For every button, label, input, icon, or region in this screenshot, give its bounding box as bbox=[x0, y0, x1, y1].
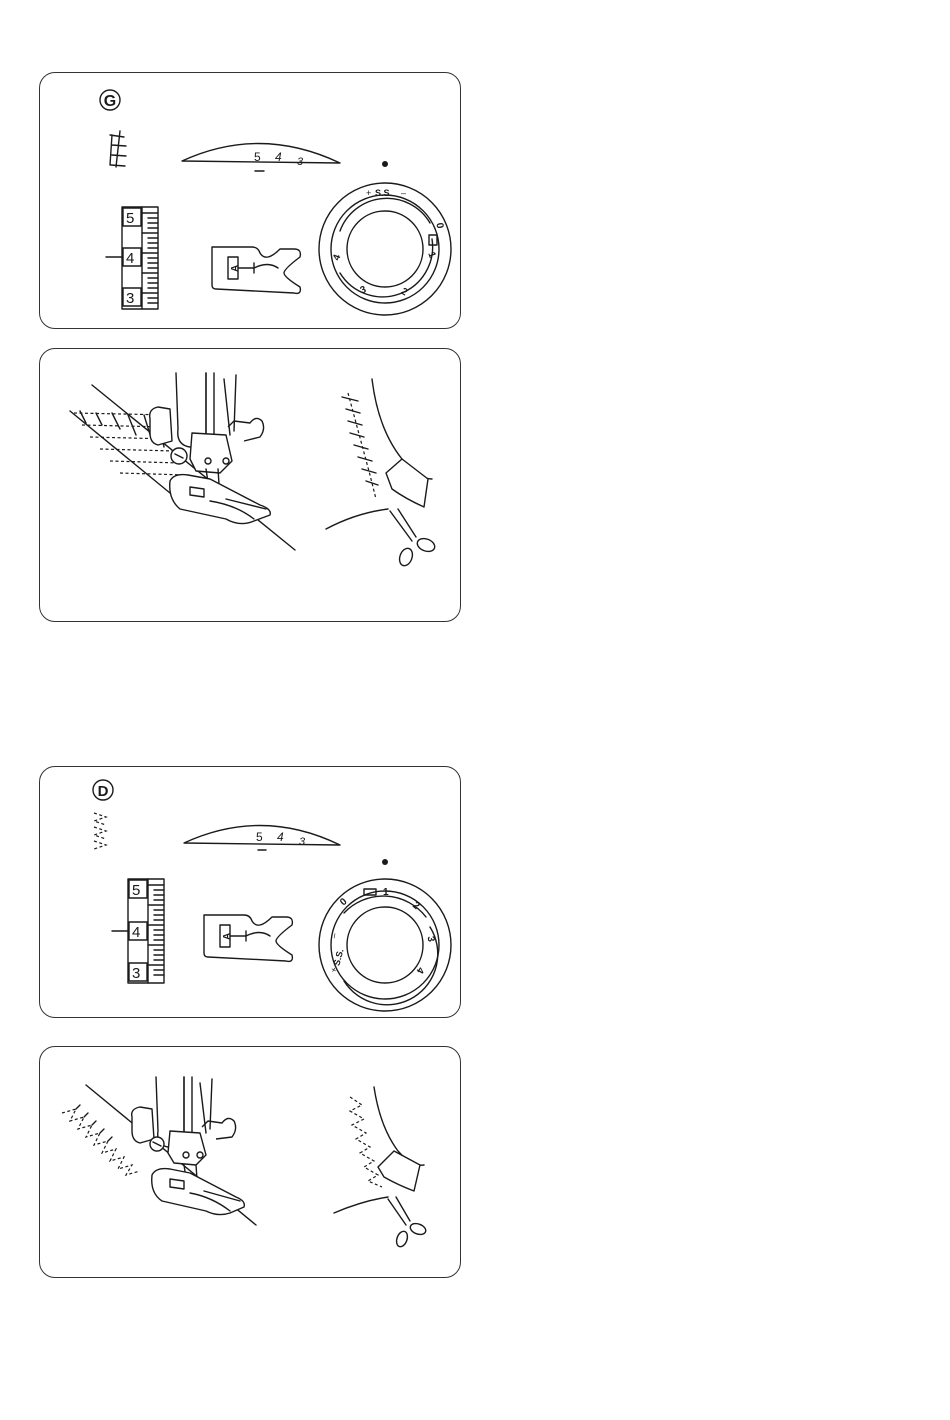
length-value-3: 3 bbox=[132, 965, 140, 982]
pattern-g-sewing-illustration bbox=[39, 348, 461, 622]
fabric-with-blind-hem-stitches bbox=[70, 385, 295, 550]
width-value-4: 4 bbox=[275, 150, 282, 164]
dial-label-ss: S.S. bbox=[375, 188, 392, 198]
length-value-5: 5 bbox=[126, 210, 134, 227]
length-value-4: 4 bbox=[132, 924, 140, 941]
trimmed-fabric-illustration bbox=[334, 1087, 424, 1213]
dial-label-2: 2 bbox=[399, 286, 410, 299]
width-value-5: 5 bbox=[256, 830, 263, 844]
dial-label-3: 3 bbox=[359, 284, 368, 296]
stitch-length-indicator: 5 4 3 bbox=[112, 879, 164, 983]
dial-label-0: 0 bbox=[433, 222, 445, 230]
pattern-letter: G bbox=[104, 93, 116, 110]
pattern-d-sewing-illustration bbox=[39, 1046, 461, 1278]
blind-hem-sewing-figure bbox=[40, 349, 462, 623]
width-value-5: 5 bbox=[254, 150, 261, 164]
trimmed-fabric-illustration bbox=[326, 379, 432, 529]
pattern-selector-dial: 0 1 2 3 4 + S.S. – bbox=[319, 859, 451, 1011]
pattern-d-settings-figure: D 5 4 3 bbox=[40, 767, 462, 1019]
width-value-3: 3 bbox=[297, 156, 304, 168]
length-value-4: 4 bbox=[126, 250, 134, 267]
pattern-letter: D bbox=[98, 783, 109, 800]
dial-label-minus: – bbox=[329, 932, 340, 939]
multi-zigzag-sewing-figure bbox=[40, 1047, 462, 1279]
presser-foot-illustration bbox=[150, 373, 271, 524]
stitch-width-indicator: 5 4 3 bbox=[182, 143, 340, 171]
dial-label-4: 4 bbox=[413, 965, 426, 976]
presser-foot-illustration bbox=[132, 1077, 245, 1215]
dial-label-3: 3 bbox=[425, 935, 437, 943]
pattern-letter-badge: D bbox=[93, 780, 113, 800]
multi-zigzag-stitch-icon bbox=[94, 813, 106, 849]
dial-label-minus: – bbox=[401, 188, 406, 198]
length-value-5: 5 bbox=[132, 882, 140, 899]
stitch-length-indicator: 5 4 3 bbox=[106, 207, 158, 309]
scissors-icon bbox=[388, 1197, 427, 1248]
pattern-d-settings-panel: D 5 4 3 bbox=[39, 766, 461, 1018]
pattern-letter-badge: G bbox=[100, 90, 120, 110]
width-value-4: 4 bbox=[277, 830, 284, 844]
dial-label-plus: + bbox=[366, 188, 371, 198]
presser-foot-a-icon: A bbox=[204, 915, 292, 961]
length-value-3: 3 bbox=[126, 290, 134, 307]
dial-label-1: 1 bbox=[383, 887, 389, 898]
dial-label-ss: S.S. bbox=[331, 948, 345, 967]
presser-foot-a-icon: A bbox=[212, 247, 300, 293]
pattern-selector-dial: + S.S. – 0 1 2 3 4 bbox=[319, 161, 451, 315]
dial-label-4: 4 bbox=[331, 253, 343, 262]
stitch-width-indicator: 5 4 3 bbox=[184, 825, 340, 850]
pattern-g-settings-panel: G 5 4 3 bbox=[39, 72, 461, 329]
pattern-g-settings-figure: G 5 4 3 bbox=[40, 73, 462, 330]
foot-letter: A bbox=[222, 933, 233, 940]
scissors-icon bbox=[390, 509, 437, 568]
width-value-3: 3 bbox=[299, 836, 306, 848]
foot-letter: A bbox=[230, 265, 241, 272]
blind-hem-stitch-icon bbox=[110, 131, 126, 167]
